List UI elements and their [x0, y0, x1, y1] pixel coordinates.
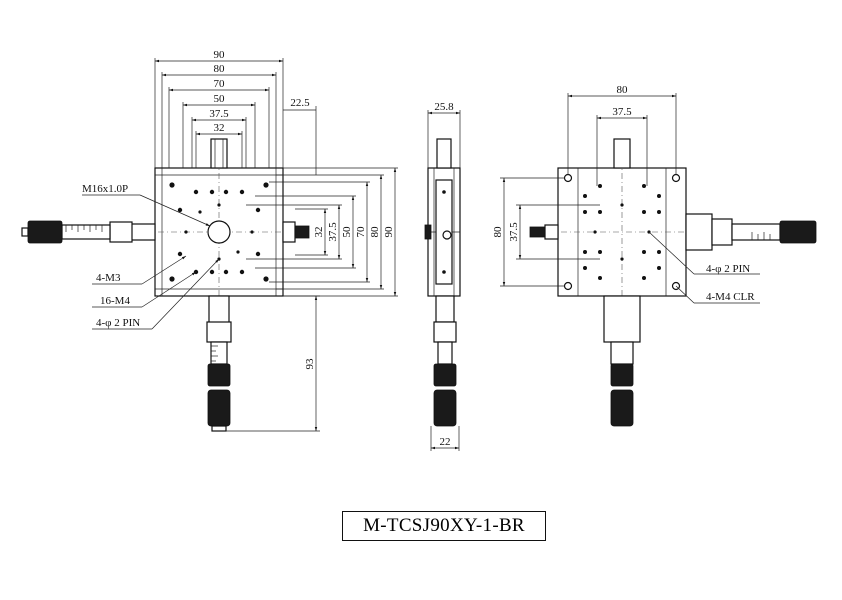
center-bore — [207, 220, 231, 244]
side-view: 25.8 22 — [424, 101, 461, 451]
corner-clearance-holes — [563, 173, 681, 291]
dim-25-8: 25.8 — [434, 101, 454, 113]
part-number-title: M-TCSJ90XY-1-BR — [342, 511, 546, 541]
dim-70-top: 70 — [214, 78, 226, 90]
bottom-holes — [583, 184, 661, 280]
top-horizontal-dimensions: 90 80 70 50 37.5 32 22.5 — [154, 49, 317, 175]
top-vertical-dimensions: 32 37.5 50 70 80 90 93 — [226, 167, 398, 432]
left-micrometer — [21, 220, 156, 244]
callout-4-pin-top: 4-φ 2 PIN — [96, 317, 140, 329]
top-callouts: M16x1.0P 4-M3 16-M4 4-φ 2 PIN — [82, 183, 220, 330]
dim-37-5-top: 37.5 — [209, 108, 229, 120]
dim-70-right: 70 — [355, 226, 367, 238]
dim-80-top: 80 — [214, 63, 226, 75]
dim-32-top: 32 — [214, 122, 225, 134]
dim-93: 93 — [304, 358, 316, 370]
dim-90-top: 90 — [214, 49, 226, 61]
dim-22: 22 — [440, 436, 451, 448]
dim-22-5: 22.5 — [290, 97, 310, 109]
dim-90-right: 90 — [383, 226, 395, 238]
callout-m16: M16x1.0P — [82, 183, 128, 195]
dim-37-5-bottom-h: 37.5 — [612, 106, 632, 118]
dim-37-5-right: 37.5 — [327, 222, 339, 242]
dim-50-top: 50 — [214, 93, 226, 105]
dim-37-5-bottom-v: 37.5 — [508, 222, 520, 242]
callout-4-m3: 4-M3 — [96, 272, 121, 284]
dim-80-bottom-h: 80 — [617, 84, 629, 96]
callout-4-pin-bottom: 4-φ 2 PIN — [706, 263, 750, 275]
bottom-view: 80 37.5 80 37.5 4-φ 2 PIN 4-M4 CLR — [492, 84, 817, 427]
dim-80-right: 80 — [369, 226, 381, 238]
callout-16-m4: 16-M4 — [100, 295, 130, 307]
dim-50-right: 50 — [341, 226, 353, 238]
top-view: 90 80 70 50 37.5 32 22.5 — [21, 49, 398, 432]
dim-32-right: 32 — [313, 227, 325, 238]
callout-4-m4-clr: 4-M4 CLR — [706, 291, 755, 303]
mounting-holes — [169, 182, 269, 282]
dim-80-bottom-v: 80 — [492, 226, 504, 238]
bottom-micrometer — [206, 295, 232, 432]
